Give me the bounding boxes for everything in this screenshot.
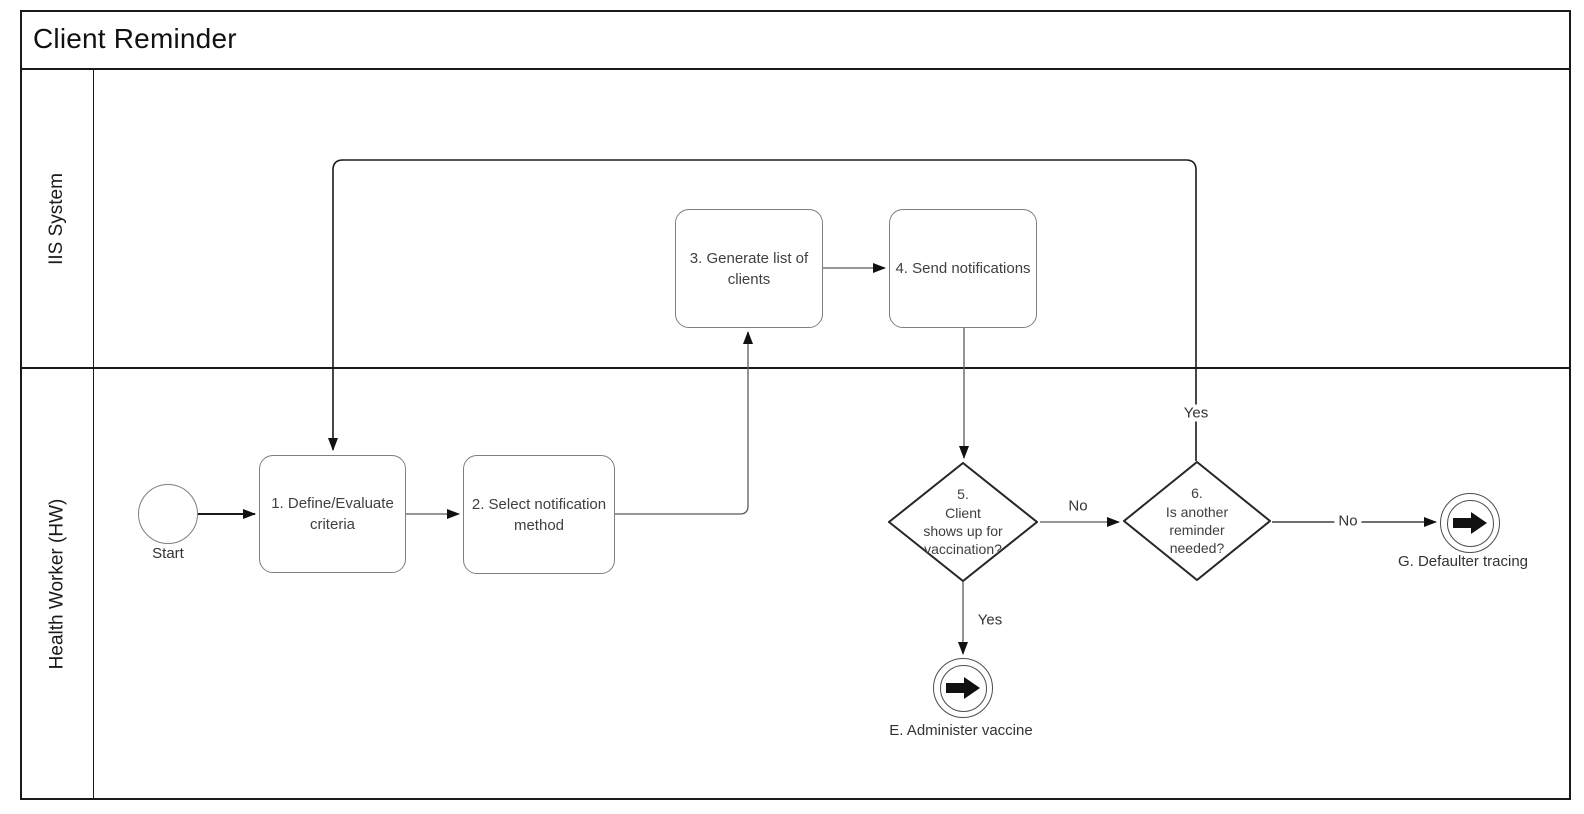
- decision-6-diamond-shape: [1123, 461, 1271, 581]
- task-define-evaluate-criteria: 1. Define/Evaluate criteria: [259, 455, 406, 573]
- end-event-inner-circle: [1446, 499, 1494, 547]
- task-select-notification-method: 2. Select notification method: [463, 455, 615, 574]
- decision-5-diamond-shape: [888, 462, 1038, 582]
- edge-label-no-reminder: No: [1334, 512, 1362, 530]
- diagram-title-bar: Client Reminder: [20, 10, 1571, 70]
- lane-health-worker: Health Worker (HW): [20, 368, 94, 800]
- decision-6-label: 6. Is another reminder needed?: [1165, 485, 1229, 557]
- end-event-inner-circle: [939, 664, 987, 712]
- edge-label-yes-reminder: Yes: [1179, 404, 1213, 422]
- edge-label-yes-client-shows: Yes: [977, 611, 1003, 629]
- lane-iis-system: IIS System: [20, 70, 94, 367]
- end-event-e-label: E. Administer vaccine: [889, 722, 1033, 739]
- lane-divider: [20, 367, 1571, 369]
- lane-health-worker-label: Health Worker (HW): [46, 498, 68, 670]
- decision-5-label: 5. Client shows up for vaccination?: [923, 486, 1003, 558]
- link-arrow-icon: [946, 677, 980, 699]
- decision-is-another-reminder-needed: 6. Is another reminder needed?: [1123, 461, 1271, 581]
- page-title: Client Reminder: [33, 23, 237, 54]
- edge-label-no-client-shows: No: [1068, 497, 1088, 515]
- decision-client-shows-up: 5. Client shows up for vaccination?: [888, 462, 1038, 582]
- start-event-label: Start: [152, 545, 184, 562]
- task-generate-list-of-clients: 3. Generate list of clients: [675, 209, 823, 328]
- end-event-administer-vaccine: [933, 658, 993, 718]
- task-send-notifications: 4. Send notifications: [889, 209, 1037, 328]
- lane-label-column: [20, 70, 94, 800]
- link-arrow-icon: [1453, 512, 1487, 534]
- end-event-g-label: G. Defaulter tracing: [1397, 553, 1529, 570]
- start-event-circle: [138, 484, 198, 544]
- diagram-frame: [20, 10, 1571, 800]
- lane-iis-system-label: IIS System: [46, 172, 68, 265]
- end-event-defaulter-tracing: [1440, 493, 1500, 553]
